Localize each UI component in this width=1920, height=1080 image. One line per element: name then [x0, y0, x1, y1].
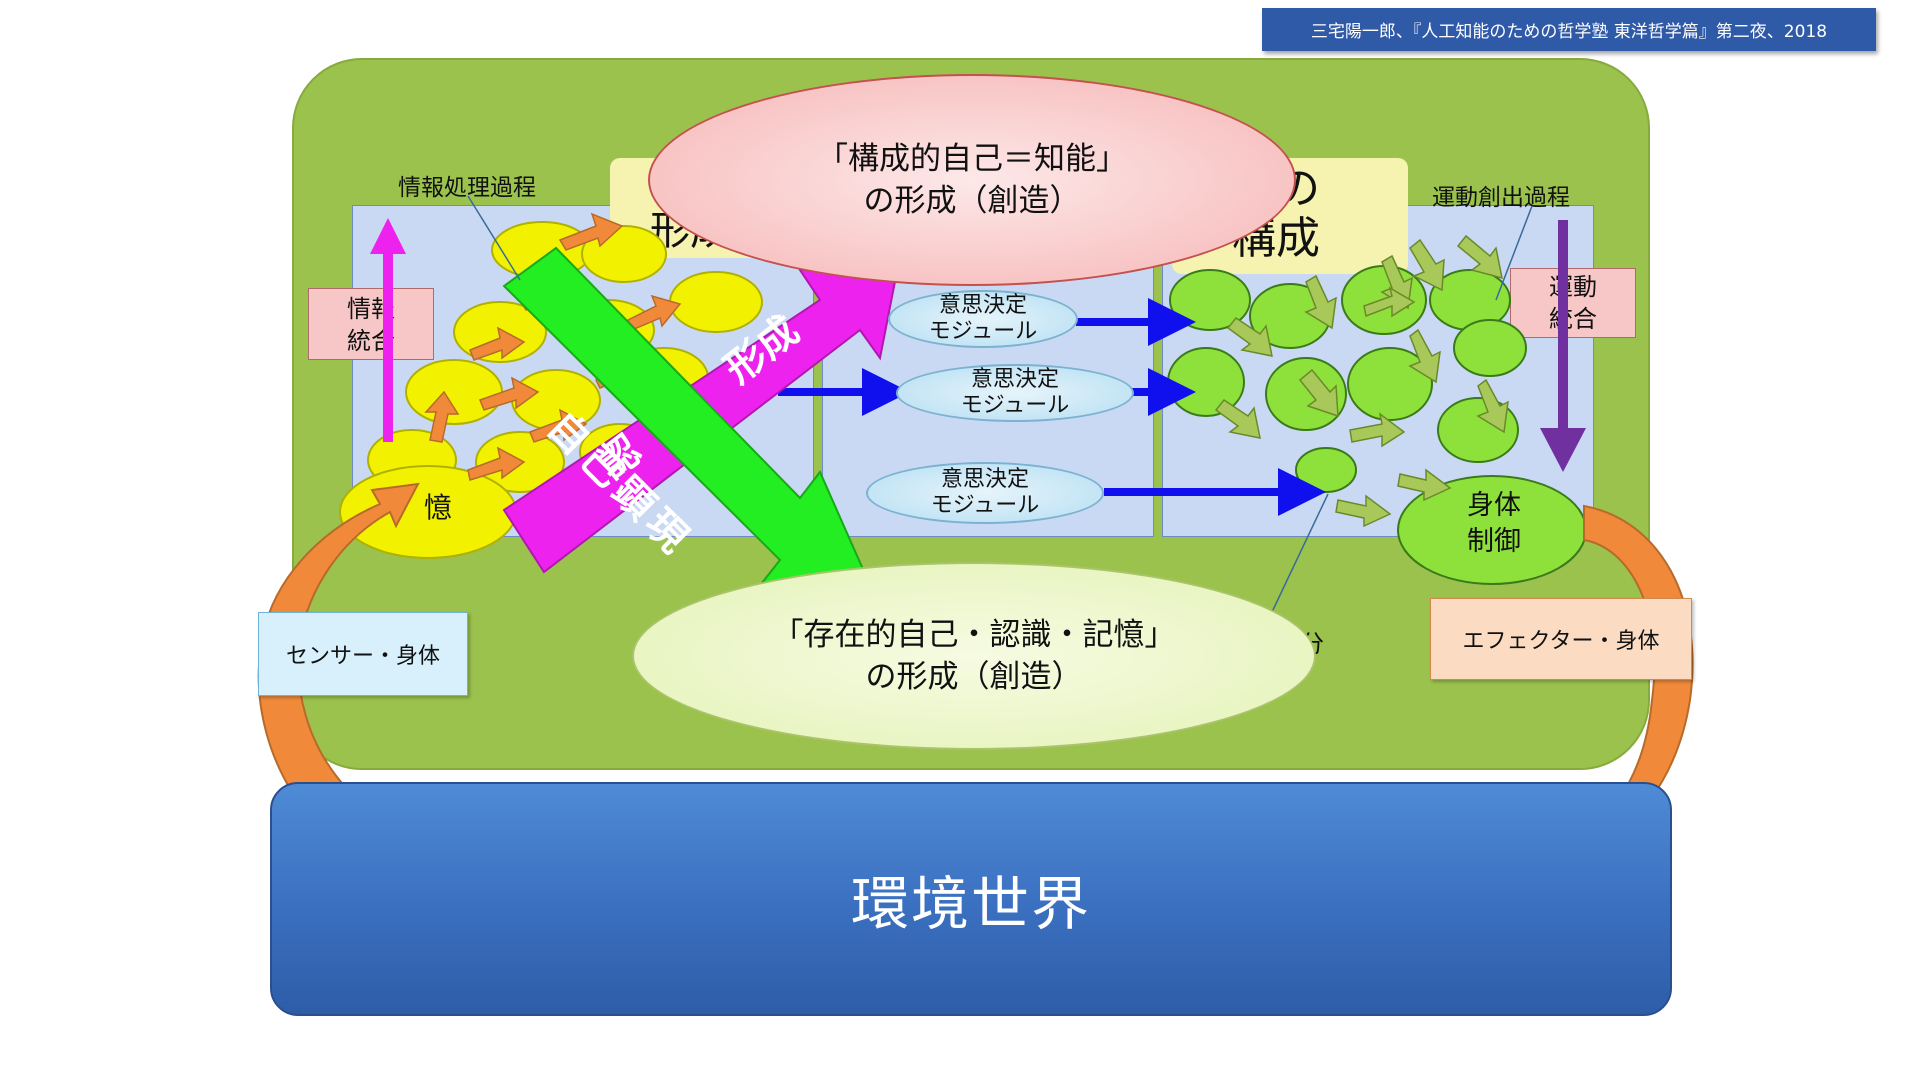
decision-module-2-line1: 意思決定 — [970, 367, 1059, 392]
green-arrow-icon — [502, 246, 868, 590]
sensor-body-tag: センサー・身体 — [258, 612, 468, 696]
decision-module-1: 意思決定 モジュール — [888, 290, 1078, 348]
body-control-line1: 身体 — [1467, 490, 1521, 521]
constructive-self-line1: 「構成的自己＝知能」 — [817, 141, 1127, 177]
decision-module-3-line1: 意思決定 — [940, 467, 1029, 492]
constructive-self-ellipse: 「構成的自己＝知能」 の形成（創造） — [648, 74, 1296, 286]
motion-process-label: 運動創出過程 — [1432, 185, 1570, 211]
decision-module-2-line2: モジュール — [960, 393, 1070, 418]
body-control-label: 身体 制御 — [1454, 488, 1534, 560]
info-process-label: 情報処理過程 — [398, 175, 536, 201]
environment-world: 環境世界 — [270, 782, 1672, 1016]
blue-arrow-icon — [778, 298, 1326, 516]
citation-banner: 三宅陽一郎、『人工知能のための哲学塾 東洋哲学篇』第二夜、2018 — [1262, 8, 1876, 51]
existential-self-line2: の形成（創造） — [865, 659, 1083, 695]
motion-integration-line1: 運動 — [1549, 273, 1597, 301]
existential-self-ellipse: 「存在的自己・認識・記憶」 の形成（創造） — [632, 562, 1316, 750]
motion-integration-box: 運動 統合 — [1510, 268, 1636, 338]
motion-integration-line2: 統合 — [1549, 305, 1597, 333]
constructive-self-line2: の形成（創造） — [863, 183, 1081, 219]
decision-module-1-line1: 意思決定 — [938, 293, 1027, 318]
info-integration-box: 情報 統合 — [308, 288, 434, 360]
memory-label: 憶 — [424, 491, 453, 524]
decision-module-2: 意思決定 モジュール — [896, 364, 1134, 422]
purple-arrow-icon — [1540, 220, 1586, 472]
decision-module-3-line2: モジュール — [930, 493, 1040, 518]
body-control-line2: 制御 — [1467, 526, 1521, 557]
magenta-up-arrow-icon — [370, 218, 406, 442]
green-small-arrows — [1214, 234, 1509, 528]
decision-module-3: 意思決定 モジュール — [866, 462, 1104, 524]
existential-self-line1: 「存在的自己・認識・記憶」 — [772, 617, 1176, 653]
decision-module-1-line2: モジュール — [928, 319, 1038, 344]
effector-body-tag: エフェクター・身体 — [1430, 598, 1692, 680]
